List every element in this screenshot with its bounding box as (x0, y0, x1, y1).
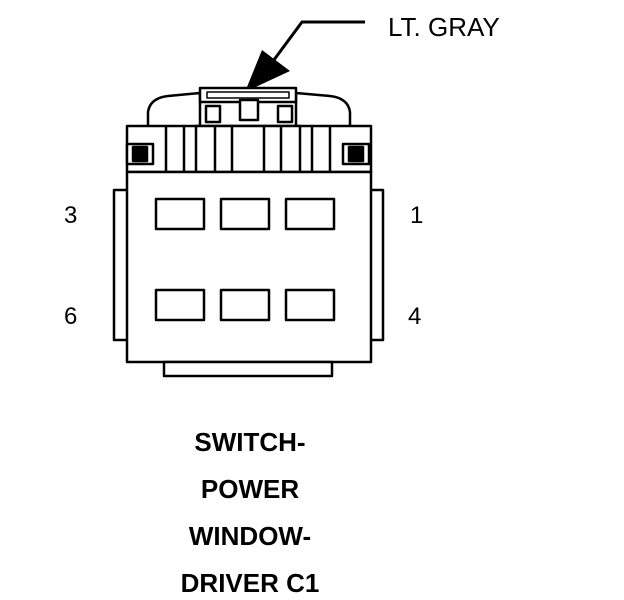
pin-label-3: 3 (64, 202, 77, 229)
pin-label-4: 4 (408, 303, 421, 330)
cavity-4 (284, 288, 336, 322)
cavity-1 (284, 197, 336, 231)
color-label: LT. GRAY (388, 12, 500, 42)
component-title: SWITCH- POWER WINDOW- DRIVER C1 (181, 427, 320, 598)
title-line-3: WINDOW- (189, 521, 311, 551)
cavity-2 (219, 197, 271, 231)
connector-housing (112, 86, 385, 378)
title-line-4: DRIVER C1 (181, 568, 320, 598)
cavity-3 (154, 197, 206, 231)
callout-arrowhead (245, 50, 290, 92)
pin-label-6: 6 (64, 303, 77, 330)
callout-leader (245, 20, 365, 92)
latch-arch-right (294, 91, 352, 128)
latch-inner-body (194, 124, 302, 174)
latch-tab (238, 98, 260, 122)
latch-arch (146, 91, 202, 128)
title-line-2: POWER (201, 474, 299, 504)
pin-label-1: 1 (410, 202, 423, 229)
title-line-1: SWITCH- (194, 427, 305, 457)
cavity-6 (154, 288, 206, 322)
cavity-5 (219, 288, 271, 322)
bottom-flange (162, 360, 334, 378)
